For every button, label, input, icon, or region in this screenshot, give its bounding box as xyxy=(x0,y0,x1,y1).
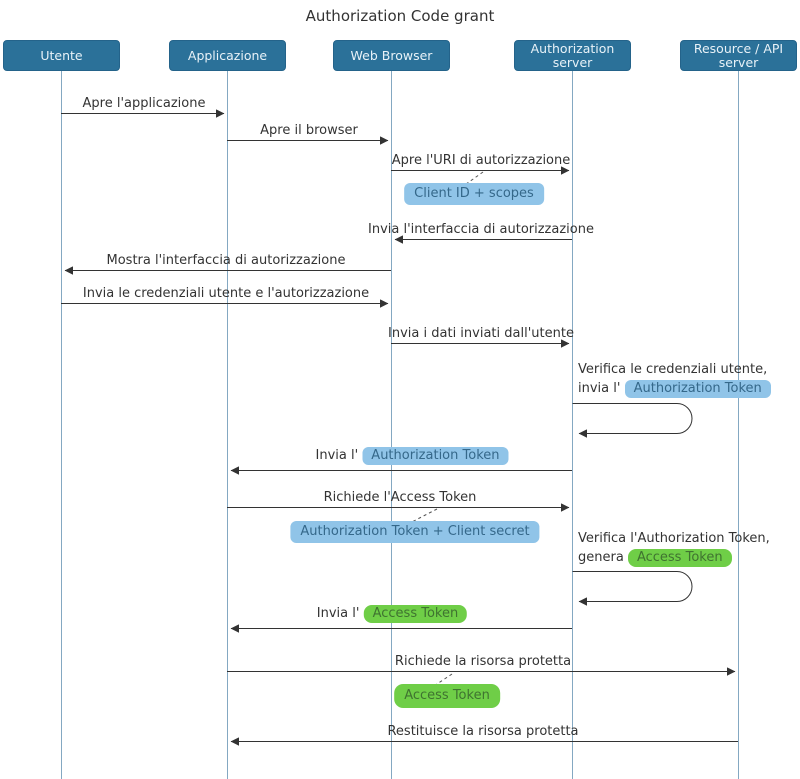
access-token-chip: Access Token xyxy=(394,684,500,708)
message-m12: Invia l' Access Token xyxy=(316,605,468,623)
message-m8-line1: Verifica le credenziali utente, xyxy=(578,362,768,377)
message-m10: Richiede l'Access Token xyxy=(323,490,477,505)
message-m11: Verifica l'Authorization Token, genera A… xyxy=(578,529,770,567)
actor-web-browser: Web Browser xyxy=(333,40,450,71)
note-client-id-scopes: Client ID + scopes xyxy=(404,183,544,205)
authorization-token-client-secret-chip: Authorization Token + Client secret xyxy=(290,521,540,543)
self-loop-m11 xyxy=(572,571,693,606)
self-loop-m8 xyxy=(572,403,693,438)
note-connector-n1 xyxy=(461,171,484,188)
access-token-chip: Access Token xyxy=(627,549,732,567)
message-m8-line2-prefix: invia l' xyxy=(578,381,621,396)
message-m11-line1: Verifica l'Authorization Token, xyxy=(578,531,770,546)
message-m6: Invia le credenziali utente e l'autorizz… xyxy=(82,286,370,301)
actor-resource-api-server: Resource / API server xyxy=(680,40,797,71)
note-access-token: Access Token xyxy=(394,684,500,708)
authorization-token-chip: Authorization Token xyxy=(624,380,771,398)
message-m5: Mostra l'interfaccia di autorizzazione xyxy=(106,253,346,268)
message-m13: Richiede la risorsa protetta xyxy=(394,654,572,669)
message-m9-prefix: Invia l' xyxy=(315,448,359,463)
actor-utente: Utente xyxy=(3,40,120,71)
actor-authorization-server: Authorization server xyxy=(514,40,631,71)
message-m7: Invia i dati inviati dall'utente xyxy=(388,326,574,341)
message-m1: Apre l'applicazione xyxy=(82,96,206,111)
authorization-token-chip: Authorization Token xyxy=(362,447,509,465)
diagram-title: Authorization Code grant xyxy=(305,7,495,25)
message-m3: Apre l'URI di autorizzazione xyxy=(391,153,571,168)
message-m12-prefix: Invia l' xyxy=(316,606,360,621)
actor-applicazione: Applicazione xyxy=(169,40,286,71)
message-m4: Invia l'interfaccia di autorizzazione xyxy=(368,222,594,237)
message-m2: Apre il browser xyxy=(260,123,358,138)
message-m14: Restituisce la risorsa protetta xyxy=(387,724,579,739)
client-id-scopes-chip: Client ID + scopes xyxy=(404,183,544,205)
message-m11-line2-prefix: genera xyxy=(578,550,624,565)
access-token-chip: Access Token xyxy=(363,605,468,623)
note-authorization-token-client-secret: Authorization Token + Client secret xyxy=(290,521,540,543)
message-m9: Invia l' Authorization Token xyxy=(315,447,509,465)
message-m8: Verifica le credenziali utente, invia l'… xyxy=(578,360,771,398)
